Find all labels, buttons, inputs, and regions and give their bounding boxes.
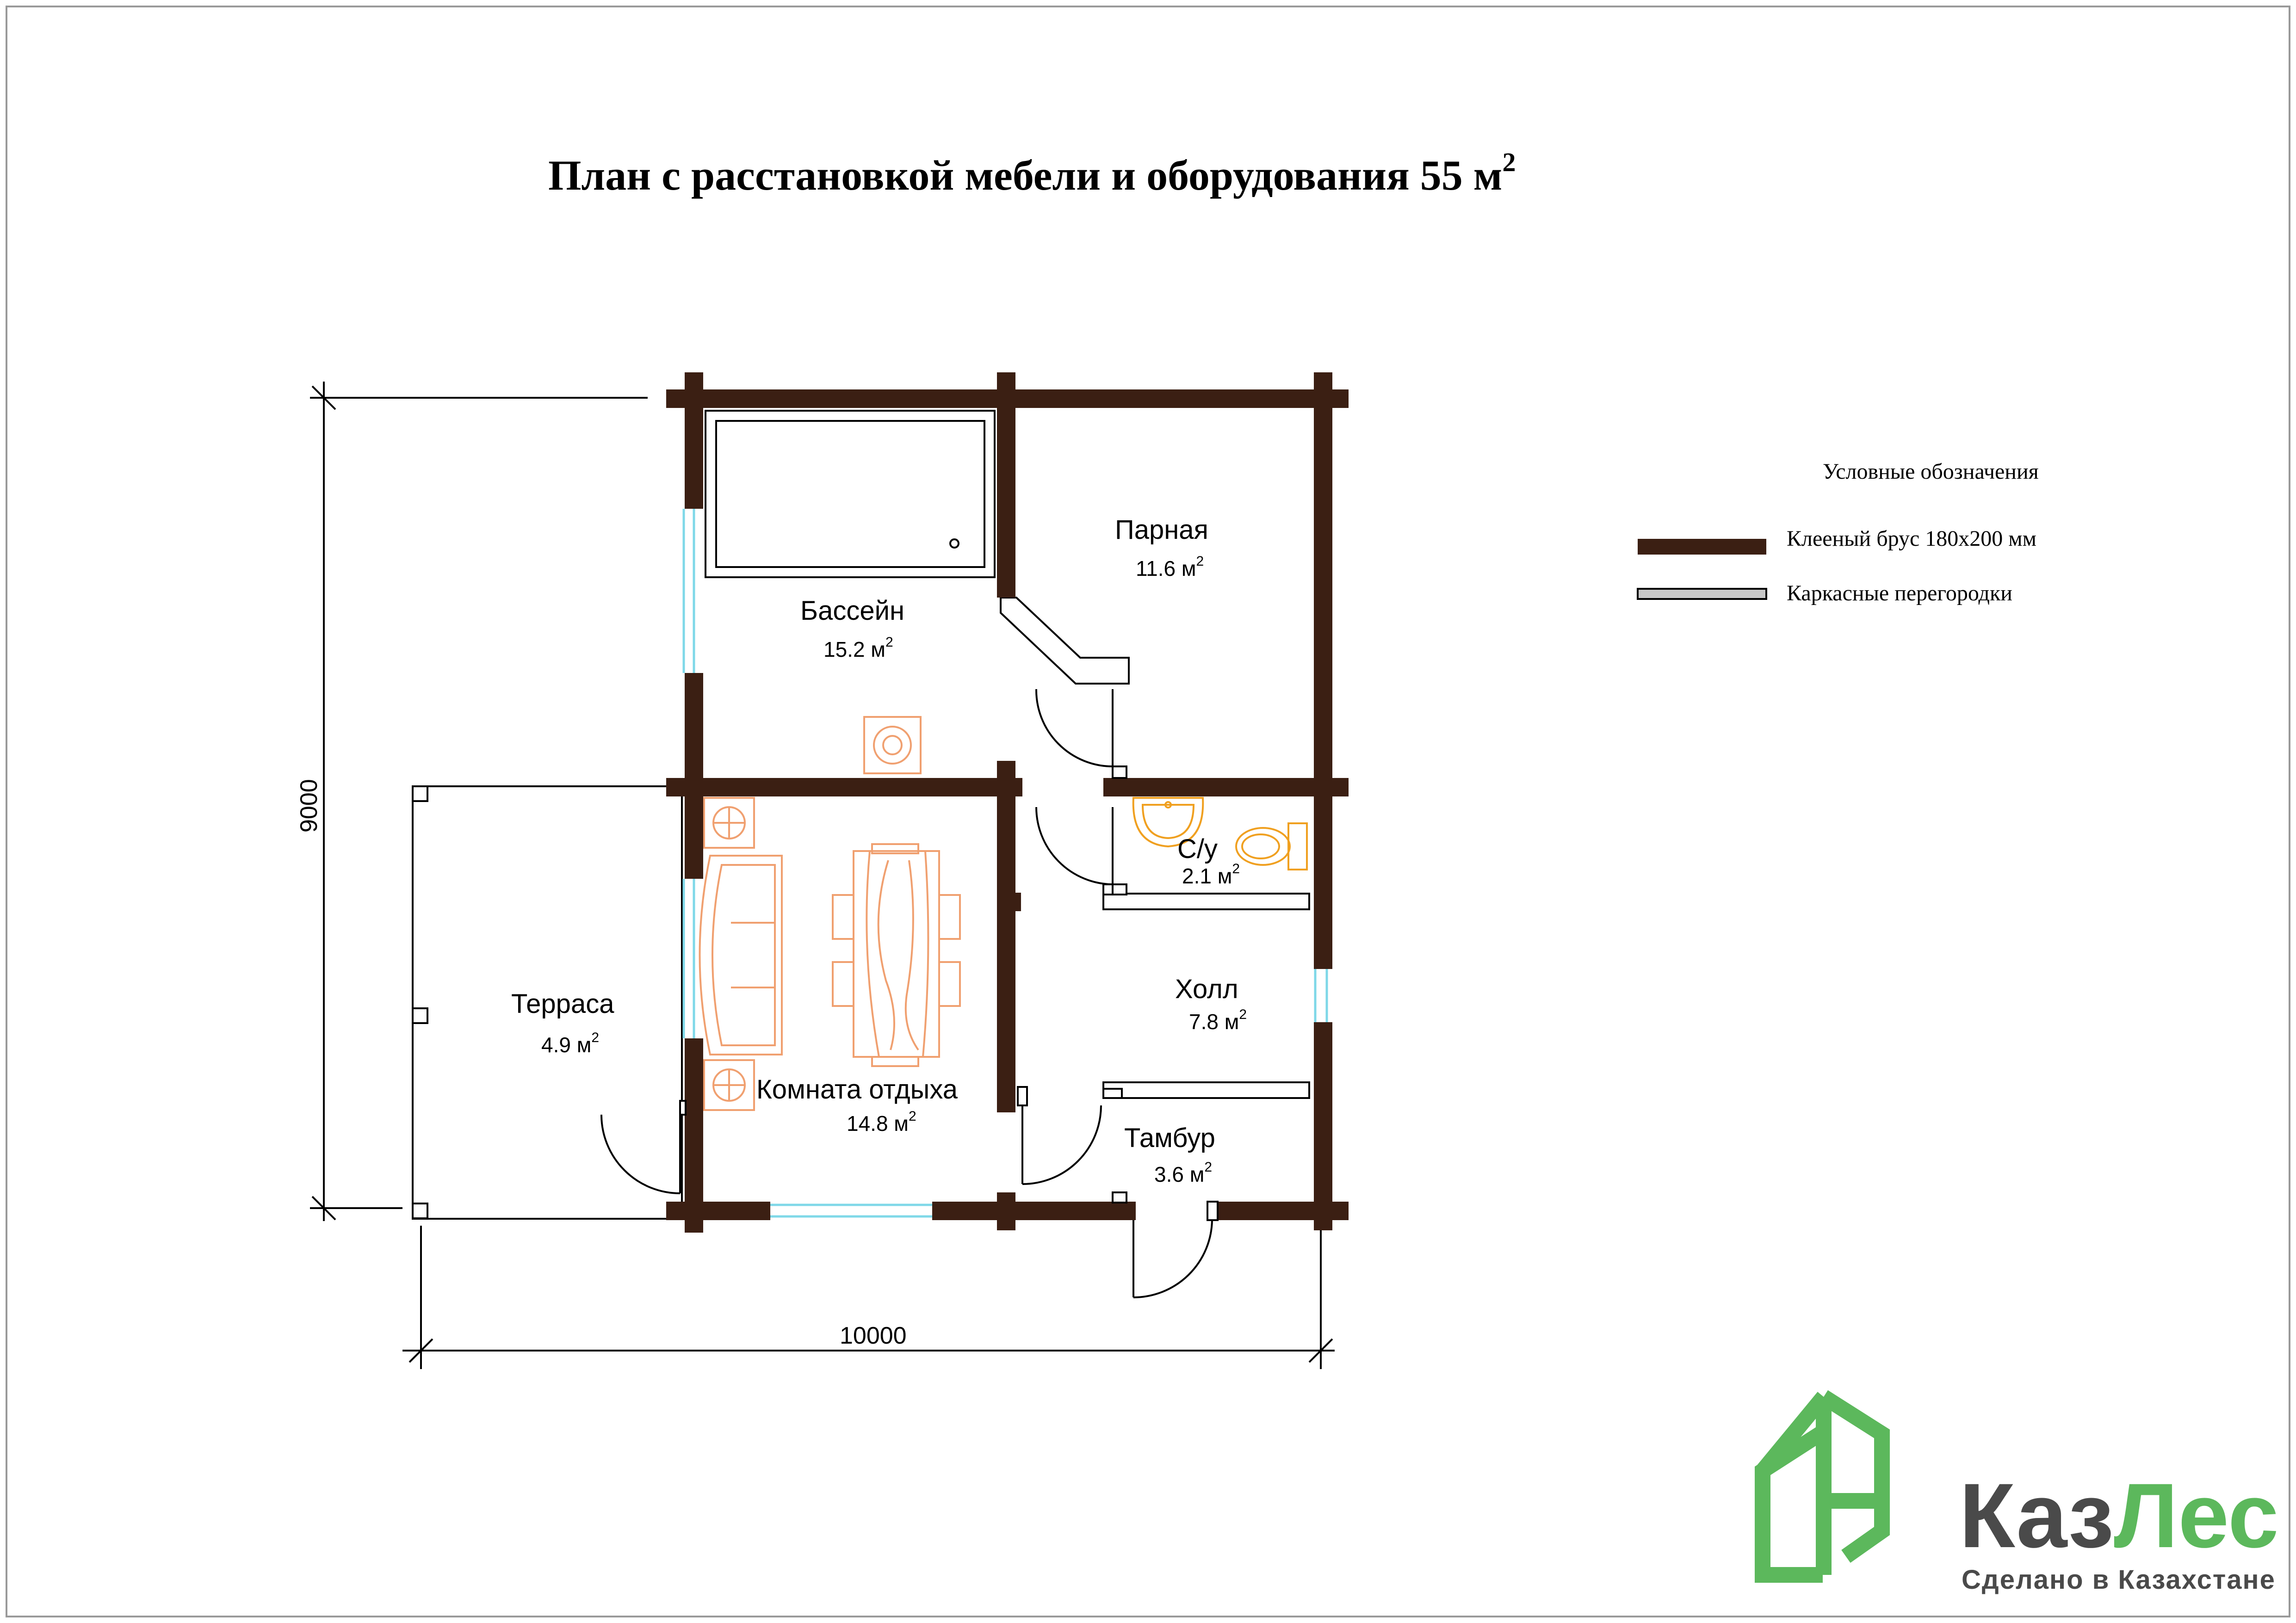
dimension-width-label: 10000 (840, 1322, 907, 1349)
room-vestibule-area: 3.6 м2 (1154, 1160, 1212, 1186)
windows (682, 509, 1328, 1218)
dimension-lines (310, 382, 1335, 1369)
legend-label-timber: Клееный брус 180х200 мм (1787, 526, 2036, 551)
room-steam-name: Парная (1115, 515, 1208, 545)
room-pool-name: Бассейн (800, 596, 904, 626)
logo-brand: КазЛес (1959, 1464, 2279, 1567)
washbasin (1132, 797, 1204, 848)
doors (600, 689, 1213, 1298)
washer-appliance (863, 716, 922, 774)
pool-basin (705, 410, 996, 578)
house-icon (1755, 1390, 1890, 1583)
room-hall-area: 7.8 м2 (1189, 1007, 1247, 1034)
page-border (6, 6, 2290, 1617)
legend-label-partition: Каркасные перегородки (1787, 581, 2012, 605)
frame-partitions (1000, 597, 1310, 1106)
toilet (1235, 822, 1308, 870)
room-steam-area: 11.6 м2 (1136, 554, 1204, 580)
room-rest-area: 14.8 м2 (847, 1109, 916, 1135)
armchair-top (703, 797, 755, 849)
room-terrace-area: 4.9 м2 (541, 1030, 599, 1057)
room-rest-name: Комната отдыха (756, 1074, 958, 1105)
room-vestibule-name: Тамбур (1124, 1123, 1215, 1153)
terrace-outline (412, 785, 683, 1220)
dining-table (832, 843, 961, 1067)
legend-swatch-partition (1637, 588, 1767, 600)
room-pool-area: 15.2 м2 (823, 635, 893, 661)
dimension-height-label: 9000 (296, 779, 322, 833)
kazles-logo: КазЛес Сделано в Казахстане (1755, 1390, 2279, 1595)
plan-title: План с расстановкой мебели и оборудовани… (548, 147, 1516, 199)
legend-swatch-timber (1638, 539, 1766, 555)
armchair-bottom (703, 1059, 755, 1111)
legend-heading: Условные обозначения (1823, 459, 2039, 484)
logo-tagline: Сделано в Казахстане (1962, 1565, 2276, 1595)
room-wc-name: С/у (1177, 834, 1218, 864)
room-terrace-name: Терраса (511, 989, 614, 1019)
door-jambs (679, 765, 1219, 1221)
timber-walls (666, 372, 1349, 1233)
sofa (699, 855, 783, 1055)
room-wc-area: 2.1 м2 (1182, 861, 1240, 888)
room-hall-name: Холл (1175, 974, 1238, 1004)
